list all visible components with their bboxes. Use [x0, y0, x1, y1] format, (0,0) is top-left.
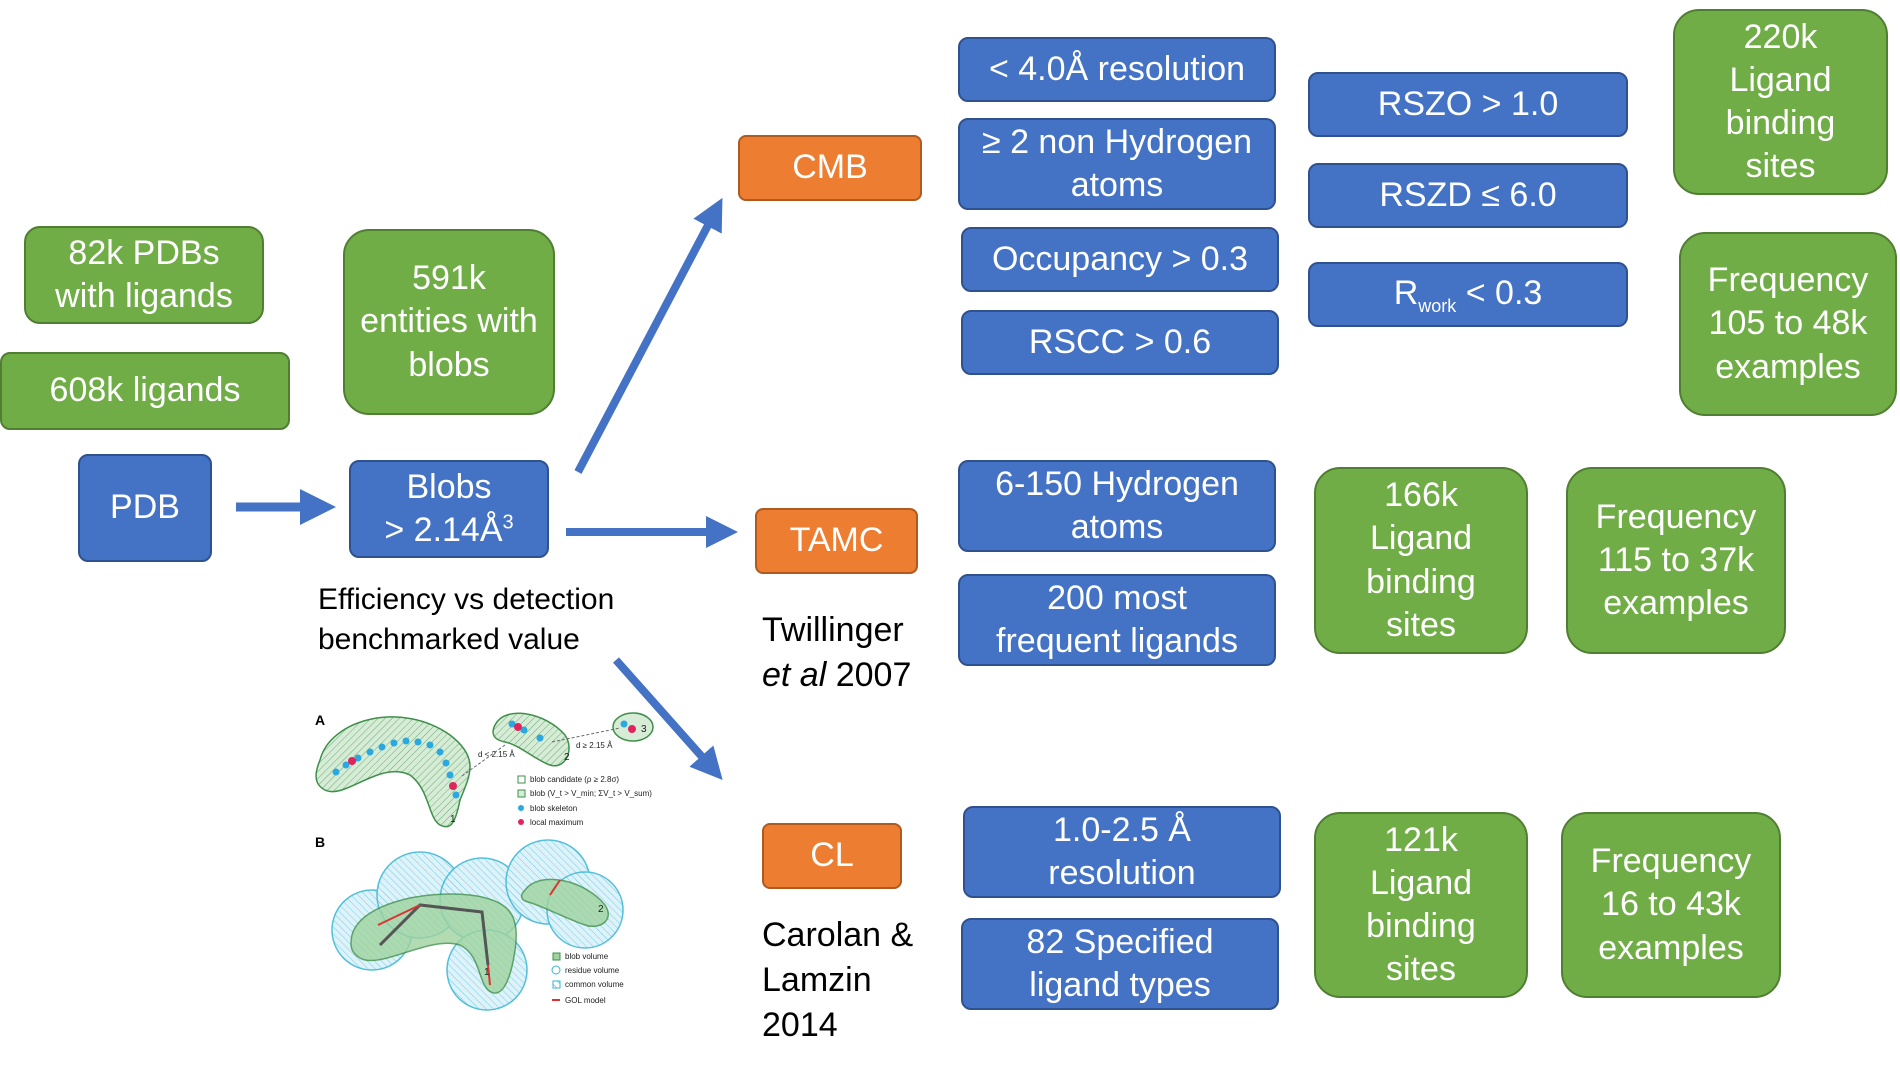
blobs-superscript: 3 [502, 511, 514, 534]
tamc-text: TAMC [789, 521, 884, 560]
cmb-sites-text: 220k Ligand binding sites [1725, 17, 1836, 186]
pdbs-with-ligands-text: 82k PDBs with ligands [55, 233, 233, 315]
tamc-sites-box: 166k Ligand binding sites [1314, 467, 1528, 654]
blobs-box: Blobs > 2.14Å3 [349, 460, 549, 558]
efficiency-caption: Efficiency vs detection benchmarked valu… [318, 580, 614, 660]
ligands-text: 608k ligands [49, 371, 241, 410]
tamc-frequent-box: 200 most frequent ligands [958, 574, 1276, 666]
tamc-frequent-text: 200 most frequent ligands [996, 578, 1238, 660]
cmb-rszo-box: RSZO > 1.0 [1308, 72, 1628, 137]
panel-a-label: A [315, 712, 326, 728]
cmb-rwork-box: Rwork < 0.3 [1308, 262, 1628, 327]
cl-box: CL [762, 823, 902, 889]
cmb-rszo-text: RSZO > 1.0 [1377, 84, 1559, 123]
cl-ref-line2: Lamzin [762, 961, 872, 999]
entities-with-blobs-text: 591k entities with blobs [360, 259, 538, 384]
arrow-blobs-to-cmb [574, 197, 723, 474]
cmb-rszd-text: RSZD ≤ 6.0 [1379, 175, 1557, 214]
tamc-frequency-box: Frequency 115 to 37k examples [1566, 467, 1786, 654]
tamc-frequency-text: Frequency 115 to 37k examples [1595, 497, 1757, 623]
cmb-resolution-text: < 4.0Å resolution [988, 49, 1246, 88]
pdb-box: PDB [78, 454, 212, 562]
tamc-hydrogen-box: 6-150 Hydrogen atoms [958, 460, 1276, 552]
cl-frequency-text: Frequency 16 to 43k examples [1590, 842, 1752, 967]
cmb-non-hydrogen-box: ≥ 2 non Hydrogen atoms [958, 118, 1276, 210]
cmb-box: CMB [738, 135, 922, 201]
pdb-text: PDB [110, 488, 180, 527]
cl-resolution-box: 1.0-2.5 Å resolution [963, 806, 1281, 898]
ligands-box: 608k ligands [0, 352, 290, 430]
tamc-box: TAMC [755, 508, 918, 574]
cmb-frequency-box: Frequency 105 to 48k examples [1679, 232, 1897, 416]
arrow-blobs-to-cl [613, 657, 723, 780]
tamc-sites-text: 166k Ligand binding sites [1366, 476, 1476, 644]
cl-ref-line3: 2014 [762, 1006, 838, 1044]
rwork-subscript: work [1418, 295, 1457, 316]
tamc-hydrogen-text: 6-150 Hydrogen atoms [995, 464, 1239, 546]
efficiency-line1: Efficiency vs detection [318, 583, 615, 616]
cmb-occupancy-box: Occupancy > 0.3 [961, 227, 1279, 292]
entities-with-blobs-box: 591k entities with blobs [343, 229, 555, 415]
cl-ref-line1: Carolan & [762, 916, 914, 954]
cmb-text: CMB [792, 148, 868, 187]
cl-resolution-text: 1.0-2.5 Å resolution [1048, 810, 1196, 892]
tamc-ref-year: 2007 [835, 656, 912, 694]
cmb-resolution-box: < 4.0Å resolution [958, 37, 1276, 102]
cmb-rwork-text: Rwork < 0.3 [1393, 273, 1543, 316]
cmb-frequency-text: Frequency 105 to 48k examples [1707, 261, 1869, 386]
blobs-line2: > 2.14Å3 [384, 511, 514, 549]
cmb-occupancy-text: Occupancy > 0.3 [991, 239, 1249, 278]
cmb-rszd-box: RSZD ≤ 6.0 [1308, 163, 1628, 228]
tamc-ref-name: Twillinger [762, 611, 904, 649]
efficiency-line2: benchmarked value [318, 623, 580, 656]
tamc-ref-italic: et al [762, 656, 827, 694]
cl-sites-text: 121k Ligand binding sites [1366, 820, 1476, 989]
cl-sites-box: 121k Ligand binding sites [1314, 812, 1528, 998]
cmb-rscc-text: RSCC > 0.6 [1028, 322, 1212, 361]
cmb-rscc-box: RSCC > 0.6 [961, 310, 1279, 375]
tamc-ref-citation: et al 2007 [762, 653, 911, 698]
cmb-non-hydrogen-text: ≥ 2 non Hydrogen atoms [981, 122, 1253, 204]
cl-text: CL [810, 836, 854, 875]
cl-types-text: 82 Specified ligand types [1026, 922, 1214, 1004]
cmb-sites-box: 220k Ligand binding sites [1673, 9, 1888, 195]
cl-types-box: 82 Specified ligand types [961, 918, 1279, 1010]
panel-b-label: B [315, 834, 326, 850]
blobs-line1: Blobs [406, 467, 492, 506]
tamc-reference: Twillinger et al 2007 [762, 608, 911, 698]
pdbs-with-ligands-box: 82k PDBs with ligands [24, 226, 264, 324]
cl-frequency-box: Frequency 16 to 43k examples [1561, 812, 1781, 998]
cl-reference: Carolan & Lamzin 2014 [762, 913, 913, 1048]
